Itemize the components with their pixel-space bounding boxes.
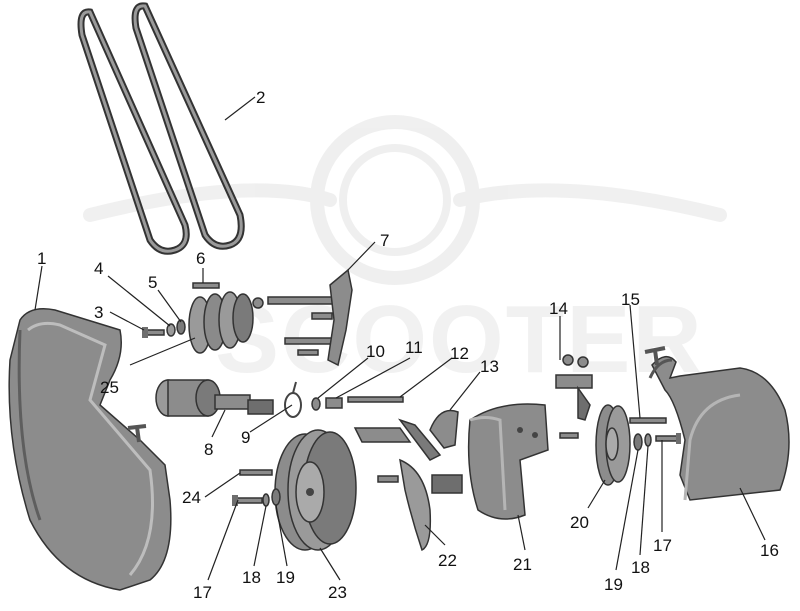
callout-13: 13 bbox=[480, 357, 499, 376]
small-pin-21 bbox=[559, 432, 579, 439]
clutch-plate-22 bbox=[353, 418, 463, 552]
callout-14: 14 bbox=[549, 299, 568, 318]
drive-shaft-assembly bbox=[252, 296, 336, 356]
callout-7: 7 bbox=[380, 231, 389, 250]
bracket-7 bbox=[327, 268, 353, 367]
nut-5 bbox=[176, 319, 186, 335]
washer-18-left bbox=[262, 493, 270, 507]
callout-24: 24 bbox=[182, 488, 201, 507]
washer-10 bbox=[311, 397, 321, 411]
long-bolt-12 bbox=[347, 396, 404, 403]
callout-5: 5 bbox=[148, 273, 157, 292]
callout-15: 15 bbox=[621, 290, 640, 309]
callout-25: 25 bbox=[100, 378, 119, 397]
callout-23: 23 bbox=[328, 583, 347, 602]
callout-1: 1 bbox=[37, 249, 46, 268]
driven-pulley-23 bbox=[274, 429, 357, 551]
pin-6 bbox=[192, 282, 220, 289]
bolt-17-left bbox=[232, 495, 263, 506]
callout-20: 20 bbox=[570, 513, 589, 532]
callout-18-left: 18 bbox=[242, 568, 261, 587]
sleeve-11 bbox=[325, 397, 343, 409]
callout-10: 10 bbox=[366, 342, 385, 361]
nut-19-left bbox=[271, 488, 281, 506]
callout-8: 8 bbox=[204, 440, 213, 459]
callout-11: 11 bbox=[405, 338, 423, 357]
callout-19-left: 19 bbox=[276, 568, 295, 587]
callout-16: 16 bbox=[760, 541, 779, 560]
starter-clutch-8 bbox=[155, 379, 274, 417]
callout-6: 6 bbox=[196, 249, 205, 268]
drive-belt-2 bbox=[77, 2, 245, 255]
callout-17-right: 17 bbox=[653, 536, 672, 555]
callout-17-left: 17 bbox=[193, 583, 212, 602]
pin-24 bbox=[239, 469, 273, 476]
bolt-17-right bbox=[655, 433, 681, 444]
callout-2: 2 bbox=[256, 88, 265, 107]
right-cover-16 bbox=[648, 356, 790, 501]
clutch-housing-21 bbox=[467, 403, 549, 520]
pin-15 bbox=[629, 417, 667, 424]
nut-19-right bbox=[633, 433, 643, 451]
left-transmission-cover-1 bbox=[8, 308, 172, 591]
callout-12: 12 bbox=[450, 344, 469, 363]
clip-13 bbox=[429, 409, 459, 449]
callout-4: 4 bbox=[94, 259, 103, 278]
spring-9 bbox=[284, 381, 302, 418]
callout-19-right: 19 bbox=[604, 575, 623, 594]
cover-bolt bbox=[127, 424, 147, 443]
callout-3: 3 bbox=[94, 303, 103, 322]
callout-21: 21 bbox=[513, 555, 532, 574]
callout-labels: 1 2 3 4 5 6 7 8 9 10 11 12 13 14 15 16 1… bbox=[37, 88, 779, 602]
washer-4 bbox=[166, 323, 176, 337]
leader-lines bbox=[34, 96, 766, 581]
washer-18-right bbox=[644, 433, 652, 447]
cover-bolt-right bbox=[644, 346, 666, 366]
bracket-14 bbox=[555, 354, 593, 421]
callout-18-right: 18 bbox=[631, 558, 650, 577]
bolt-3 bbox=[142, 327, 165, 338]
pulley-20 bbox=[595, 404, 631, 486]
callout-22: 22 bbox=[438, 551, 457, 570]
variator-pulley-25 bbox=[188, 291, 254, 354]
callout-9: 9 bbox=[241, 428, 250, 447]
